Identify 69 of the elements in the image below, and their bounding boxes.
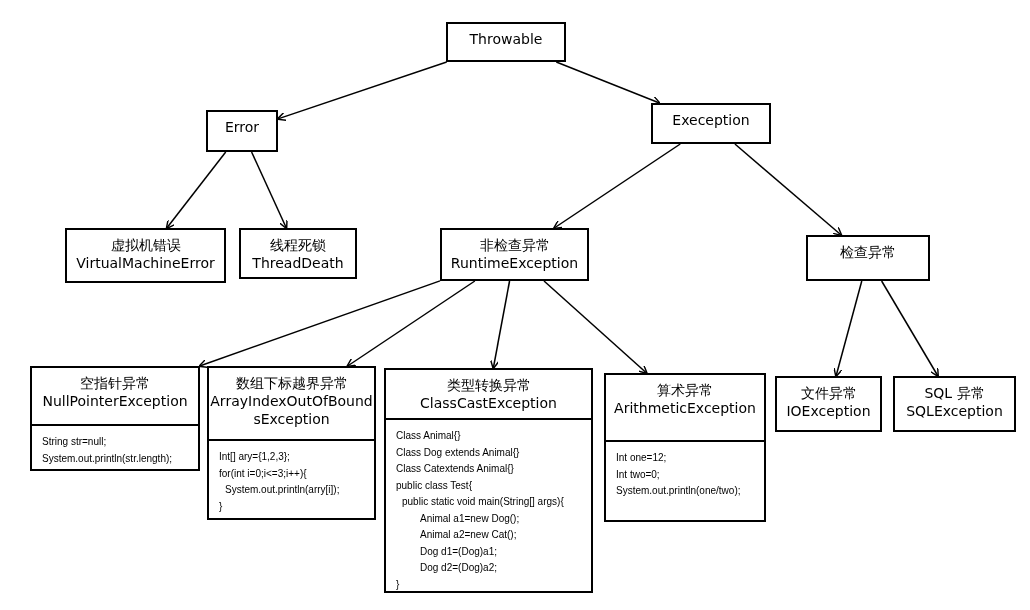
code-line: String str=null; (42, 435, 107, 449)
class-name: Exeception (672, 111, 750, 129)
code-line: System.out.println(one/two); (616, 484, 741, 498)
class-box (384, 368, 593, 420)
code-line: public class Test{ (396, 478, 472, 493)
class-name: 类型转换异常 (446, 376, 531, 394)
code-line: Class Animal{} (396, 429, 461, 443)
class-name: ThreadDeath (252, 254, 344, 272)
class-box (446, 22, 566, 62)
class-name: 空指针异常 (80, 374, 150, 392)
arrow (250, 151, 288, 230)
arrow (543, 280, 648, 375)
arrow (552, 143, 681, 230)
class-name: ArrayIndexOutOfBoundsException (209, 392, 374, 428)
class-box (30, 366, 200, 426)
class-box (604, 373, 766, 442)
class-name: Throwable (469, 30, 543, 48)
class-name: SQLException (906, 402, 1003, 420)
class-name: 算术异常 (657, 381, 713, 399)
code-line: System.out.println(arry[i]); (224, 483, 340, 497)
class-name: NullPointerException (42, 392, 188, 410)
class-name: 非检查异常 (479, 236, 550, 254)
class-box (775, 376, 882, 432)
class-name: Error (224, 118, 260, 136)
class-name: 数组下标越界异常 (235, 374, 348, 392)
code-line: } (396, 577, 400, 592)
class-name: 线程死锁 (270, 236, 326, 254)
arrow (490, 280, 511, 370)
code-line: Animal a1=new Dog(); (419, 511, 520, 526)
code-line: Class Catextends Animal{} (396, 462, 514, 476)
class-name: SQL 异常 (924, 384, 985, 402)
arrow (880, 280, 940, 378)
class-name: 虚拟机错误 (110, 236, 181, 254)
arrow (833, 280, 863, 378)
code-line: System.out.println(str.length); (42, 451, 173, 466)
class-box (65, 228, 226, 283)
class-name: 文件异常 (800, 384, 857, 402)
class-name: VirtualMachineError (76, 254, 215, 272)
class-box (206, 110, 278, 152)
class-box (893, 376, 1016, 432)
code-box (604, 440, 766, 522)
code-box (30, 424, 200, 471)
class-box (207, 366, 376, 441)
code-line: Class Dog extends Animal{} (396, 445, 520, 460)
arrow (346, 280, 476, 368)
code-line: Int one=12; (616, 451, 667, 465)
code-line: Dog d1=(Dog)a1; (419, 544, 497, 559)
class-name: RuntimeException (450, 254, 579, 272)
class-name: 检查异常 (840, 243, 896, 261)
class-box (806, 235, 930, 281)
code-line: Int two=0; (616, 467, 660, 482)
code-box (384, 418, 593, 593)
arrow (734, 143, 843, 237)
arrow (198, 280, 441, 369)
arrow (555, 61, 661, 105)
class-box (440, 228, 589, 281)
code-line: Dog d2=(Dog)a2; (419, 561, 497, 575)
code-line: } (219, 499, 223, 514)
code-box (207, 439, 376, 520)
class-name: ClassCastException (420, 394, 557, 412)
class-box (651, 103, 771, 144)
code-line: Animal a2=new Cat(); (419, 528, 517, 542)
arrow (165, 151, 227, 230)
class-name: IOException (786, 402, 871, 420)
code-line: public static void main(String[] args){ (401, 495, 564, 509)
code-line: Int[] ary={1,2,3}; (219, 450, 290, 464)
class-name: ArithmeticException (614, 399, 756, 417)
class-box (239, 228, 357, 279)
code-line: for(int i=0;i<=3;i++){ (219, 466, 307, 481)
